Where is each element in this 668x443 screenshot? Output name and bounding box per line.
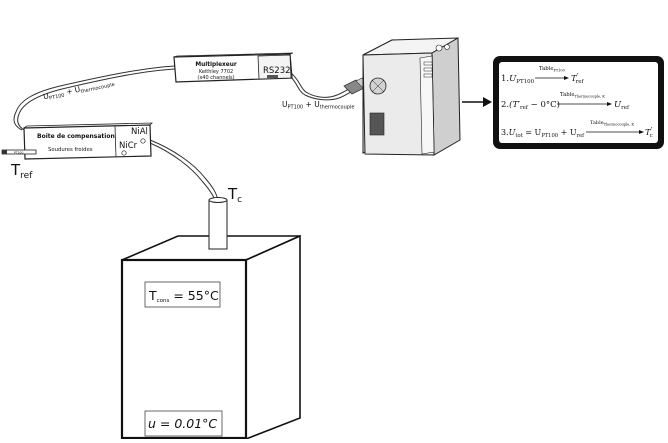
rs232-label: RS232 xyxy=(263,66,291,76)
eq2-lhs: (T′ xyxy=(509,99,520,110)
eq2-number: 2. xyxy=(501,100,509,110)
terminal-screw-icon xyxy=(121,150,127,156)
equation-2: 2.(T′ref − 0°C) TableThermocouple, K Ure… xyxy=(501,92,630,111)
compensation-box: Boite de compensation Soudures froides N… xyxy=(1,122,153,160)
eq3-lhs-sub: tot xyxy=(515,133,523,139)
compensation-box-title: Boite de compensation xyxy=(37,133,115,140)
signal-sub1: PT100 xyxy=(49,93,66,102)
t-c-sub: c xyxy=(237,195,242,205)
eq3-number: 3. xyxy=(501,128,509,137)
terminal-nial: NiAl xyxy=(131,127,148,137)
t-ref-sub: ref xyxy=(20,171,33,181)
multiplexer-channels: (x40 channels) xyxy=(197,75,234,81)
eq2-rhs: U xyxy=(614,100,622,110)
eq3-mid-tail-sub: ref xyxy=(577,133,586,139)
uncertainty-box: u = 0.01°C xyxy=(144,410,223,437)
eq1-over: TablePT100 xyxy=(539,66,565,73)
eq1-rhs-prime: ′ xyxy=(577,72,579,82)
signal-u1: U xyxy=(282,100,288,109)
signal-plus: + xyxy=(63,86,76,97)
t-cons-box: Tcons = 55°C xyxy=(144,281,221,308)
t-cons-value: = 55°C xyxy=(169,288,219,303)
eq2-over: TableThermocouple, K xyxy=(560,92,605,99)
svg-text:T′ref: T′ref xyxy=(571,72,584,85)
signal-u1: U xyxy=(42,91,49,101)
equation-screen: 1.UPT100 TablePT100 T′ref 2.(T′ref − 0°C… xyxy=(493,56,664,149)
eq1-number: 1. xyxy=(501,74,509,84)
eq2-lhs-tail: − 0°C) xyxy=(528,99,560,110)
signal-plus: + xyxy=(303,100,314,109)
enclosure xyxy=(120,234,301,441)
eq1-lhs: U xyxy=(509,74,517,84)
power-button-icon xyxy=(435,44,443,52)
eq2-over-text: Table xyxy=(560,92,575,98)
t-ref-main: T xyxy=(10,161,21,179)
tc-probe-tube xyxy=(208,197,228,250)
eq3-mid-sub: PT100 xyxy=(541,133,558,139)
cable-box-to-probe xyxy=(149,139,219,201)
t-c-main: T xyxy=(227,185,238,203)
eq1-over-text: Table xyxy=(539,66,554,72)
signal-sub1: PT100 xyxy=(288,105,304,111)
eq3-over-text: Table xyxy=(590,120,604,126)
svg-text:T′c: T′c xyxy=(645,126,653,139)
vent-grille xyxy=(369,112,385,136)
eq2-lhs-sub: ref xyxy=(520,105,529,111)
t-cons-sub: cons xyxy=(157,298,170,304)
eq1-over-sub: PT100 xyxy=(554,69,565,73)
eq1-lhs-sub: PT100 xyxy=(516,79,534,85)
pt100-probe-label: PT100 xyxy=(14,151,23,155)
cables xyxy=(13,65,361,201)
multiplexer: Multiplexeur Keithley 7702 (x40 channels… xyxy=(173,52,294,83)
rs232-port-icon xyxy=(267,75,278,78)
eq1-rhs-sub: ref xyxy=(576,79,585,85)
svg-text:UPT100 + Uthermocouple: UPT100 + Uthermocouple xyxy=(282,100,354,111)
computer-tower xyxy=(362,37,461,156)
multiplexer-title: Multiplexeur xyxy=(195,62,237,68)
eq3-rhs-prime: ′ xyxy=(651,126,653,136)
t-c-label: Tc xyxy=(227,185,242,205)
svg-text:1.UPT100: 1.UPT100 xyxy=(501,74,535,85)
eq1-rhs: T xyxy=(571,74,578,84)
uncertainty-label: u = 0.01°C xyxy=(148,416,217,431)
t-cons-main: T xyxy=(148,288,157,303)
equation-1: 1.UPT100 TablePT100 T′ref xyxy=(501,66,584,85)
t-ref-label: Tref xyxy=(10,161,33,181)
equation-3: 3.Utot = UPT100 + Uref TableThermocouple… xyxy=(501,120,653,139)
compensation-box-subtitle: Soudures froides xyxy=(48,147,93,153)
eq3-over-sub: Thermocouple, K xyxy=(604,123,635,127)
eq3-rhs: T xyxy=(645,128,652,138)
terminal-nicr: NiCr xyxy=(119,141,138,151)
terminal-screw-icon xyxy=(140,138,146,144)
signal-u2: U xyxy=(74,85,81,95)
multiplexer-model: Keithley 7702 xyxy=(199,69,233,75)
arrow-to-screen xyxy=(462,97,492,107)
svg-text:2.(T′ref − 0°C): 2.(T′ref − 0°C) xyxy=(501,99,560,111)
eq2-over-sub: Thermocouple, K xyxy=(575,95,606,99)
eq3-mid: = U xyxy=(523,128,542,137)
signal-u2: U xyxy=(314,100,320,109)
eq3-rhs-sub: c xyxy=(650,133,653,139)
signal-sub2: thermocouple xyxy=(320,105,355,111)
svg-text:Uref: Uref xyxy=(614,100,630,111)
signal-label-right: UPT100 + Uthermocouple xyxy=(282,100,354,111)
svg-text:Tcons = 55°C: Tcons = 55°C xyxy=(148,288,219,304)
cable-mux-to-box xyxy=(13,65,176,131)
eq3-lhs: U xyxy=(509,128,516,137)
svg-text:3.Utot = UPT100 + Uref: 3.Utot = UPT100 + Uref xyxy=(501,128,585,139)
eq3-mid-tail: + U xyxy=(558,128,577,137)
eq3-over: TableThermocouple, K xyxy=(590,120,634,127)
eq2-rhs-sub: ref xyxy=(621,105,630,111)
